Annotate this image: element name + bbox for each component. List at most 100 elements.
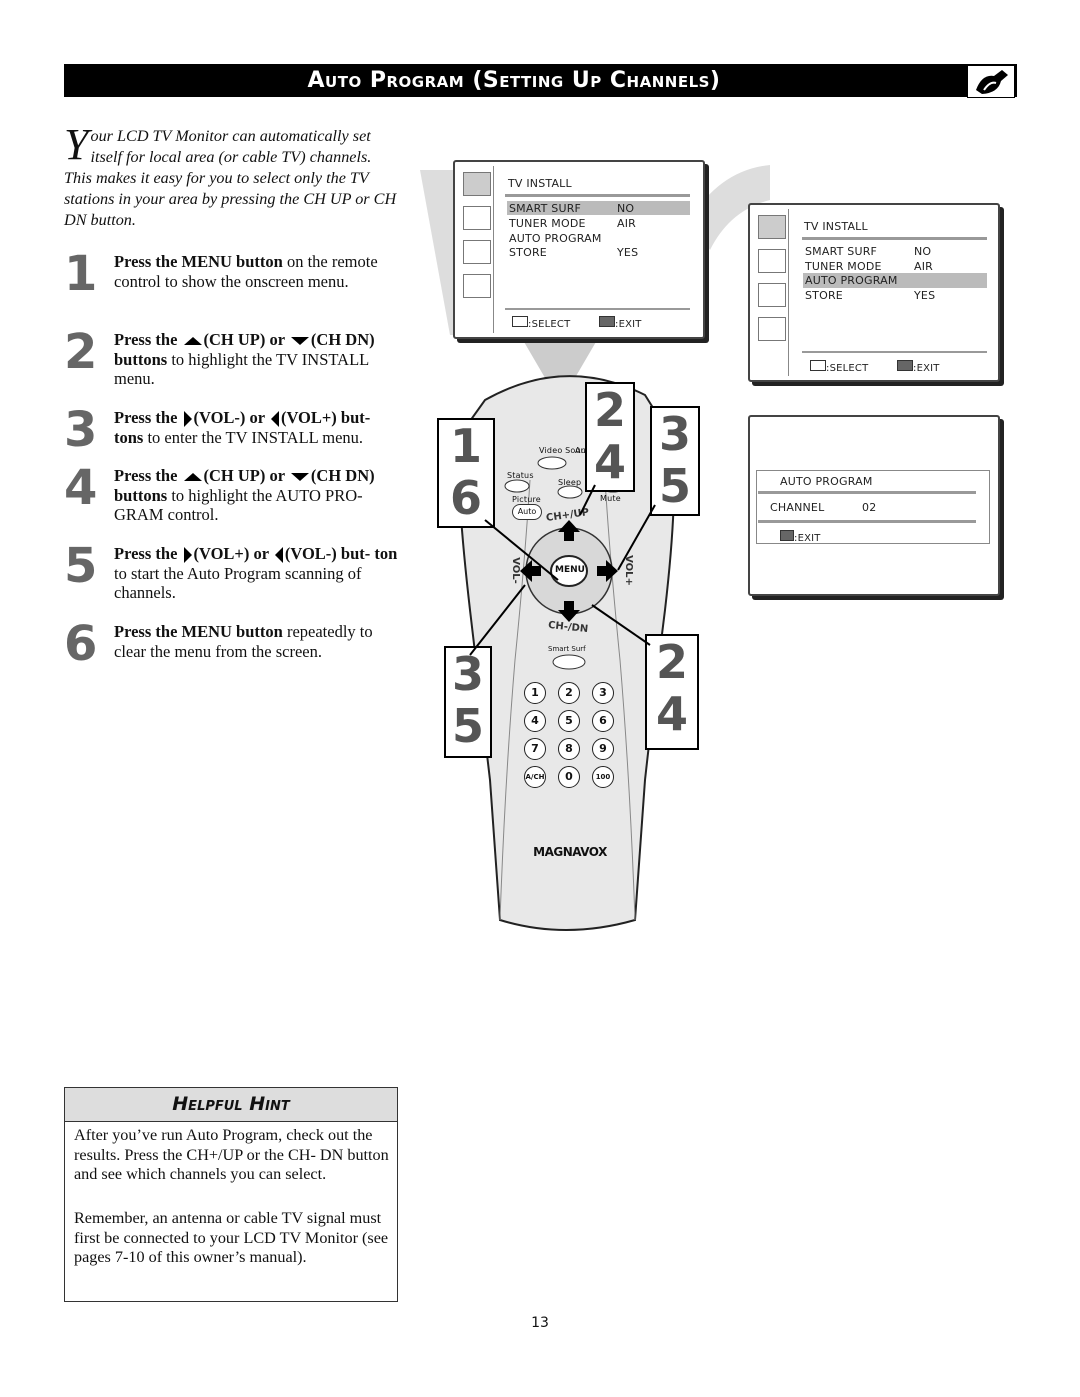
step-text: Press the (VOL+) or (VOL-) but- ton to s… <box>114 544 398 603</box>
osd-2-row-label: TUNER MODE <box>805 260 882 273</box>
menu-button[interactable]: MENU <box>555 565 585 575</box>
keypad-button-ach[interactable]: A/CH <box>524 766 546 788</box>
osd-3-title: AUTO PROGRAM <box>780 475 873 488</box>
osd-2-row-label: SMART SURF <box>805 245 878 258</box>
select-key-icon <box>512 316 528 327</box>
keypad-button-9[interactable]: 9 <box>592 738 614 760</box>
step-number: 4 <box>64 460 98 516</box>
step-text: Press the (VOL-) or (VOL+) but- tons to … <box>114 408 371 447</box>
keypad-button-7[interactable]: 7 <box>524 738 546 760</box>
keypad-button-0[interactable]: 0 <box>558 766 580 788</box>
step-number: 5 <box>64 538 98 594</box>
keypad-button-6[interactable]: 6 <box>592 710 614 732</box>
callout-right-top: 3 5 <box>650 406 700 516</box>
piano-icon <box>758 283 786 307</box>
dropcap: Y <box>64 120 89 169</box>
settings-icon <box>758 317 786 341</box>
osd-1-row-value: YES <box>617 246 639 259</box>
menu-key-icon <box>599 316 615 327</box>
sleep-label: Sleep <box>558 478 582 487</box>
osd-1-frame: TV INSTALL SMART SURF NO TUNER MODE AIR … <box>453 160 705 339</box>
divider <box>802 237 987 240</box>
step-number: 1 <box>64 246 98 302</box>
osd-1-exit: :EXIT <box>599 316 642 330</box>
mute-label: Mute <box>600 494 621 503</box>
osd-2-title: TV INSTALL <box>804 220 868 233</box>
step-5: 5 Press the (VOL+) or (VOL-) but- ton to… <box>64 540 400 608</box>
step-6: 6 Press the MENU button repeatedly to cl… <box>64 618 400 670</box>
film-icon <box>463 206 491 230</box>
osd-1-row-highlight <box>507 201 690 215</box>
step-text: Press the (CH UP) or (CH DN) buttons to … <box>114 330 375 389</box>
hint-paragraph-2: Remember, an antenna or cable TV signal … <box>74 1209 389 1267</box>
osd-1-row-label: AUTO PROGRAM <box>509 232 602 245</box>
step-2: 2 Press the (CH UP) or (CH DN) buttons t… <box>64 326 400 394</box>
callout-right-bottom: 2 4 <box>645 634 699 750</box>
osd-2-row-highlight <box>803 273 987 288</box>
hint-title: Helpful Hint <box>65 1088 397 1122</box>
callout-left-bottom: 3 5 <box>444 646 492 758</box>
piano-icon <box>463 240 491 264</box>
osd-2-frame: TV INSTALL SMART SURF NO TUNER MODE AIR … <box>748 203 1000 382</box>
hint-paragraph-1: After you’ve run Auto Program, check out… <box>74 1126 389 1184</box>
video-source-label: Video Source <box>539 446 594 455</box>
osd-2-row-label: AUTO PROGRAM <box>805 274 898 287</box>
keypad-button-3[interactable]: 3 <box>592 682 614 704</box>
ch-up-arrow-icon <box>183 337 202 346</box>
osd-2-select: :SELECT <box>810 360 868 374</box>
step-3: 3 Press the (VOL-) or (VOL+) but- tons t… <box>64 404 400 456</box>
step-4: 4 Press the (CH UP) or (CH DN) buttons t… <box>64 462 400 530</box>
keypad-button-100[interactable]: 100 <box>592 766 614 788</box>
title-bar: Auto Program (Setting Up Channels) <box>64 64 1017 98</box>
keypad-button-2[interactable]: 2 <box>558 682 580 704</box>
osd-1-row-label: SMART SURF <box>509 202 582 215</box>
osd-3-panel <box>756 470 990 544</box>
tv-icon <box>463 172 491 196</box>
remote-control: Video Source Au So Status Sleep Picture … <box>430 360 700 940</box>
step-number: 6 <box>64 616 98 672</box>
keypad-button-5[interactable]: 5 <box>558 710 580 732</box>
osd-2-row-label: STORE <box>805 289 843 302</box>
intro-text: our LCD TV Monitor can automatically set… <box>64 127 397 229</box>
osd-3-channel-value: 02 <box>862 501 877 514</box>
step-number: 3 <box>64 402 98 458</box>
osd-1-title: TV INSTALL <box>508 177 572 190</box>
osd-2-exit: :EXIT <box>897 360 940 374</box>
vol-minus-arrow-icon <box>183 411 192 428</box>
step-text: Press the (CH UP) or (CH DN) buttons to … <box>114 466 375 525</box>
osd-1-row-value: NO <box>617 202 635 215</box>
step-1: 1 Press the MENU button on the remote co… <box>64 248 400 316</box>
osd-3-exit: :EXIT <box>780 530 821 544</box>
ch-dn-arrow-icon <box>290 473 309 482</box>
vol-minus-arrow-icon <box>274 547 283 564</box>
callout-center-top: 2 4 <box>585 382 635 492</box>
keypad-button-1[interactable]: 1 <box>524 682 546 704</box>
callout-left-top: 1 6 <box>437 418 495 528</box>
page-title: Auto Program (Setting Up Channels) <box>307 68 721 93</box>
osd-1-sidebar <box>459 166 494 333</box>
divider <box>505 194 690 197</box>
ch-dn-arrow-icon <box>290 337 309 346</box>
ch-up-arrow-icon <box>183 473 202 482</box>
divider <box>758 491 976 494</box>
osd-1-row-label: STORE <box>509 246 547 259</box>
callout-lines <box>469 484 656 656</box>
page-number: 13 <box>531 1315 549 1331</box>
osd-2-sidebar <box>754 209 789 376</box>
status-label: Status <box>507 471 534 480</box>
brand-logo: MAGNAVOX <box>533 845 607 859</box>
step-text: Press the MENU button repeatedly to clea… <box>114 622 373 661</box>
divider <box>505 308 690 310</box>
step-text: Press the MENU button on the remote cont… <box>114 252 378 291</box>
auto-button[interactable]: Auto <box>512 504 542 520</box>
picture-label: Picture <box>512 495 541 504</box>
divider <box>802 351 987 353</box>
keypad-button-8[interactable]: 8 <box>558 738 580 760</box>
divider <box>758 520 976 523</box>
select-key-icon <box>810 360 826 371</box>
keypad-button-4[interactable]: 4 <box>524 710 546 732</box>
osd-3-channel-label: CHANNEL <box>770 501 825 514</box>
osd-2-row-value: AIR <box>914 260 934 273</box>
osd-1-row-label: TUNER MODE <box>509 217 586 230</box>
